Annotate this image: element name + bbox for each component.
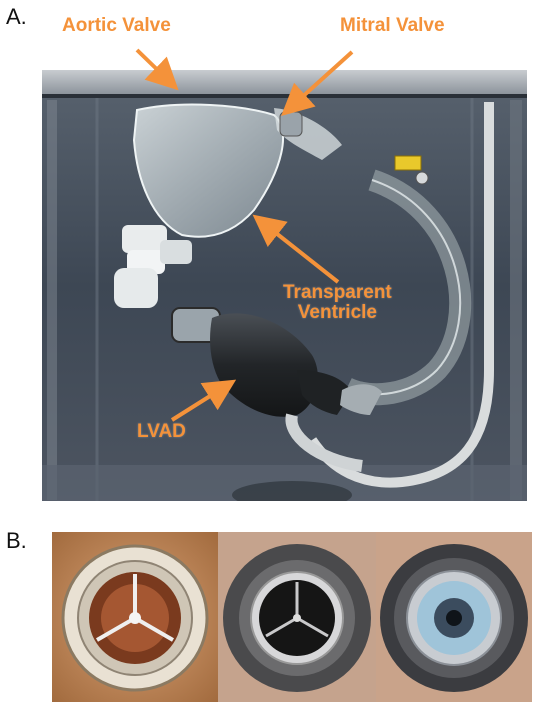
mitral-valve-label: Mitral Valve	[340, 15, 445, 36]
valve-closeup-1-photo	[52, 532, 218, 702]
lvad-label: LVAD	[137, 421, 186, 442]
valve-closeup-2-photo	[218, 532, 376, 702]
valve-closeup-3-photo	[376, 532, 532, 702]
mock-circulatory-loop-photo	[42, 70, 527, 501]
panel-a-label: A.	[6, 4, 27, 29]
transparent-ventricle-label-line1: Transparent	[283, 282, 392, 303]
transparent-ventricle-label: Transparent Ventricle	[283, 283, 392, 323]
transparent-ventricle-label-line2: Ventricle	[297, 301, 377, 323]
aortic-valve-label: Aortic Valve	[62, 15, 171, 36]
panel-b-label: B.	[6, 528, 27, 553]
